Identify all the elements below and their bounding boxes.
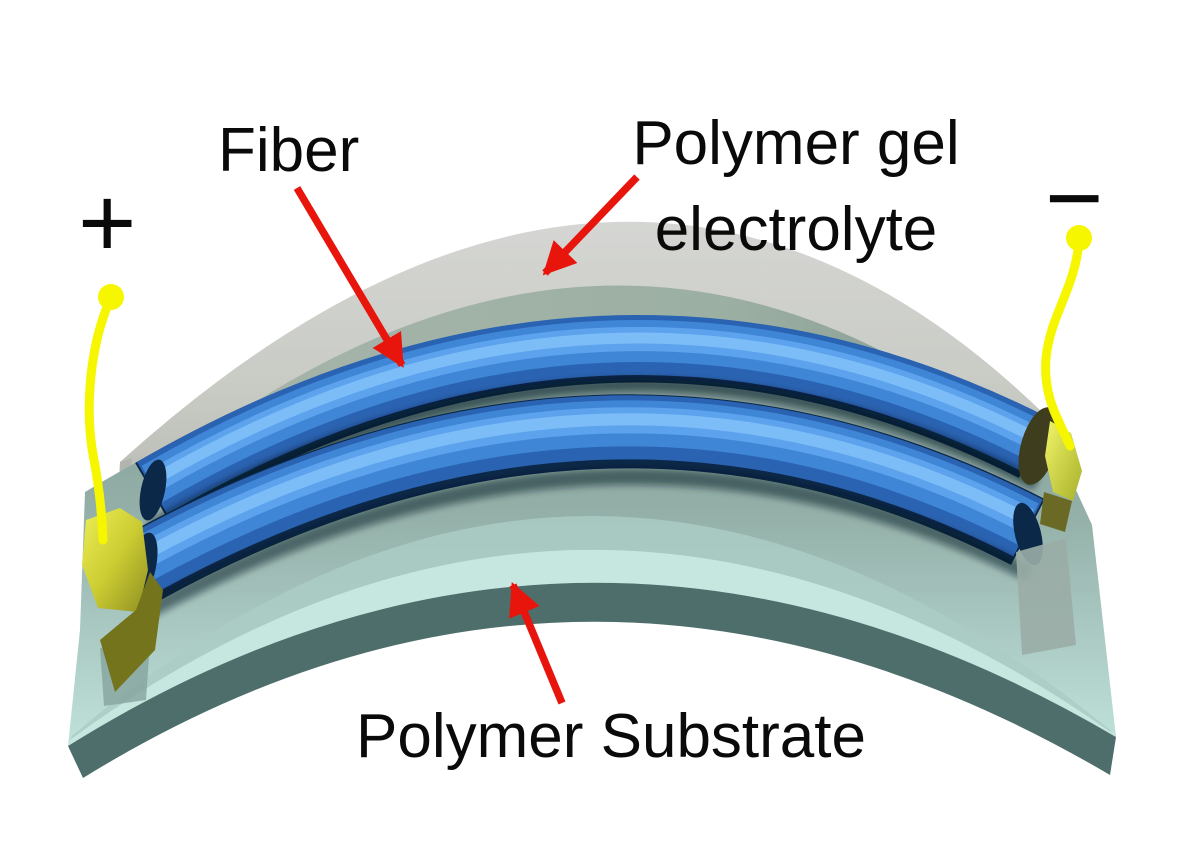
inter-fiber-shadow	[146, 378, 1039, 534]
positive-wire	[84, 284, 124, 545]
substrate-right-step	[1016, 538, 1076, 655]
negative-wire	[1041, 225, 1092, 451]
fiber-upper-left-cap	[139, 459, 167, 521]
gel-label-line2: electrolyte	[654, 195, 938, 264]
fiber-upper	[135, 315, 1050, 521]
substrate-mid-band	[70, 515, 1112, 740]
positive-terminal-symbol: +	[78, 167, 137, 279]
negative-wire-path	[1041, 245, 1083, 451]
polymer-substrate-label: Polymer Substrate	[356, 702, 866, 771]
left-clamp-dark-face	[100, 572, 163, 692]
substrate-dark-edge	[68, 582, 1116, 778]
gel-label-line1: Polymer gel	[632, 109, 960, 178]
negative-terminal-symbol: −	[1045, 142, 1104, 254]
negative-wire-terminal-dot	[1066, 225, 1092, 251]
positive-wire-terminal-dot	[98, 284, 124, 310]
substrate-bevel	[68, 549, 1116, 746]
fiber-label: Fiber	[218, 116, 360, 185]
right-clamp-face	[1045, 421, 1082, 501]
gel-arrow	[542, 174, 640, 276]
substrate-arrow	[509, 581, 566, 705]
positive-wire-path	[84, 295, 115, 545]
right-clamp-shadow	[1040, 492, 1072, 532]
annotation-arrows	[293, 174, 640, 705]
fiber-arrow	[293, 186, 406, 368]
gel-slab	[118, 221, 1058, 513]
under-fiber-shadow	[142, 468, 1034, 620]
fiber-lower	[124, 394, 1045, 601]
polymer-gel-electrolyte-label: Polymer gel electrolyte	[600, 101, 992, 273]
right-electrode-clamp	[1018, 407, 1082, 532]
